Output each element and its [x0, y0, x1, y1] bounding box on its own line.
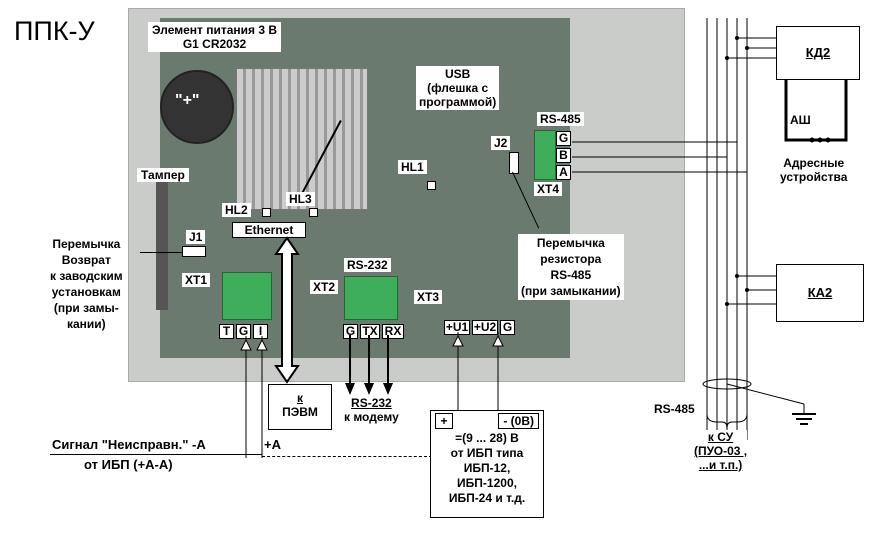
jumper-left-line1: Перемычка	[52, 237, 121, 251]
rs232-label: RS-232	[344, 258, 391, 272]
pc-line1: к	[296, 391, 303, 405]
battery-label-line1: Элемент питания 3 В	[152, 23, 278, 37]
xt4-terminal-block	[534, 130, 556, 180]
ka2-label: КА2	[807, 285, 833, 300]
psu-line2: от ИБП типа	[450, 446, 524, 460]
usb-label-line1: USB	[444, 67, 471, 81]
jumper-right-line4: (при замыкании)	[521, 284, 621, 298]
xt4-pins: G B A	[556, 131, 571, 180]
xt3-pin-g: G	[500, 320, 515, 335]
psu-plus: +	[435, 413, 453, 429]
battery-icon	[160, 70, 234, 144]
page-title: ППК-У	[14, 16, 95, 46]
xt3-wires	[452, 332, 504, 412]
addr-devices-line2: устройства	[780, 170, 848, 184]
modem-label: RS-232 к модему	[344, 396, 399, 424]
xt3-label: XT3	[414, 290, 443, 304]
hl2-led	[262, 208, 271, 217]
jumper-right-label: Перемычка резистора RS-485 (при замыкани…	[518, 234, 624, 300]
battery-label-line2: G1 CR2032	[182, 37, 247, 51]
j2-label: J2	[491, 136, 511, 150]
xt1-pin-t: T	[219, 324, 234, 339]
addr-devices-label: Адресные устройства	[780, 156, 848, 184]
battery-polarity: "+"	[175, 92, 200, 109]
rs485-bottom-label: RS-485	[654, 402, 695, 416]
xt2-label: XT2	[310, 280, 339, 294]
rs485-bus	[572, 18, 848, 440]
psu-minus: - (0В)	[498, 413, 539, 429]
fault-signal-line1: Сигнал "Неисправн." -А	[52, 437, 206, 452]
tamper-strip	[156, 170, 168, 310]
j1-pointer	[140, 252, 182, 253]
pc-line2: ПЭВМ	[282, 405, 318, 419]
hl1-led	[427, 181, 436, 190]
xt4-pin-g: G	[556, 131, 571, 146]
rs485-top-label: RS-485	[537, 112, 584, 126]
xt1-wires	[240, 336, 268, 458]
ethernet-label: Ethernet	[232, 222, 306, 238]
xt1-label: XT1	[182, 273, 211, 287]
psu-line5: ИБП-24 и т.д.	[448, 491, 526, 505]
su-line1: к СУ	[707, 430, 734, 444]
modem-line2: к модему	[344, 410, 399, 424]
j1-label: J1	[186, 230, 206, 244]
psu-box: + - (0В) =(9 ... 28) В от ИБП типа ИБП-1…	[430, 410, 544, 518]
usb-label-line3: программой)	[419, 95, 497, 109]
battery-label: Элемент питания 3 В G1 CR2032	[148, 22, 282, 52]
xt3-pin-u1: +U1	[444, 320, 470, 335]
pc-box: к ПЭВМ	[268, 384, 332, 430]
rs232-arrows	[345, 335, 393, 395]
tamper-label: Тампер	[137, 168, 189, 182]
kd2-label: КД2	[805, 45, 831, 60]
jumper-right-line3: RS-485	[550, 268, 592, 282]
jumper-left-line6: кании)	[66, 317, 106, 331]
xt1-pin-i: I	[253, 324, 268, 339]
xt4-label: XT4	[534, 182, 563, 196]
modem-line1: RS-232	[351, 396, 392, 410]
jumper-left-label: Перемычка Возврат к заводским установкам…	[50, 236, 123, 332]
hl2-label: HL2	[222, 203, 251, 217]
usb-label: USB (флешка с программой)	[416, 66, 500, 110]
ash-label: АШ	[790, 113, 811, 127]
fault-signal-dashed	[262, 456, 432, 457]
su-line3: ...и т.п.)	[698, 458, 743, 472]
j2-jumper	[509, 152, 519, 174]
xt4-pin-b: B	[556, 148, 571, 163]
xt3-pin-u2: +U2	[472, 320, 498, 335]
ka2-device: КА2	[776, 264, 864, 322]
jumper-left-line3: к заводским	[50, 269, 123, 283]
fault-signal-line	[50, 454, 262, 455]
heatsink	[236, 68, 368, 210]
jumper-left-line4: установкам	[51, 285, 121, 299]
jumper-right-line1: Перемычка	[536, 236, 605, 250]
j1-jumper	[182, 246, 206, 257]
psu-terminals: + - (0В)	[431, 411, 543, 431]
fault-signal-plus: +А	[264, 437, 281, 452]
jumper-left-line2: Возврат	[61, 253, 111, 267]
jumper-right-line2: резистора	[540, 252, 602, 266]
psu-line3: ИБП-12,	[463, 461, 511, 475]
fault-signal-line2: от ИБП (+А-А)	[84, 457, 173, 472]
ethernet-arrow	[274, 236, 300, 384]
xt1-pin-g: G	[236, 324, 251, 339]
psu-line4: ИБП-1200,	[457, 476, 517, 490]
hl1-label: HL1	[398, 160, 427, 174]
addr-devices-line1: Адресные	[783, 156, 845, 170]
usb-label-line2: (флешка с	[427, 81, 489, 95]
su-label: к СУ (ПУО-03 , ...и т.п.)	[694, 430, 748, 472]
kd2-device: КД2	[776, 26, 860, 80]
hl3-label: HL3	[286, 192, 315, 206]
hl3-led	[309, 208, 318, 217]
xt4-pin-a: A	[556, 165, 571, 180]
xt2-terminal-block	[344, 276, 398, 320]
xt1-terminal-block	[222, 272, 272, 320]
su-line2: (ПУО-03 ,	[694, 444, 748, 458]
jumper-left-line5: (при замы-	[53, 301, 119, 315]
psu-line1: =(9 ... 28) В	[455, 431, 519, 445]
